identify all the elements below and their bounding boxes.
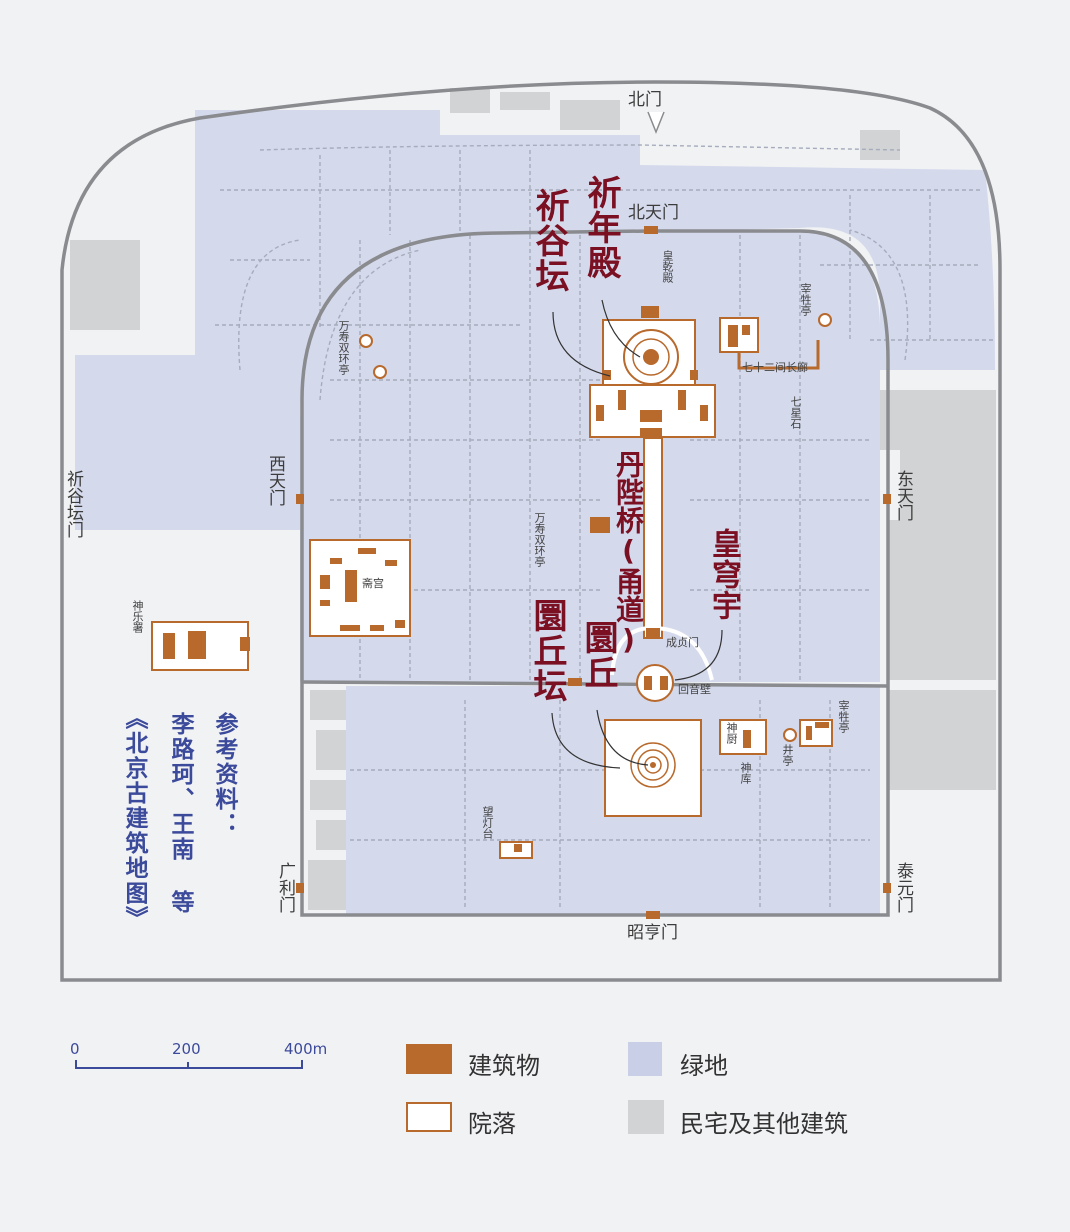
walls bbox=[60, 80, 1002, 982]
legend-building-swatch bbox=[406, 1044, 452, 1074]
legend-greenland-label: 绿地 bbox=[680, 1052, 728, 1080]
gate-chengzhen-label: 成贞门 bbox=[666, 636, 699, 649]
shenku-label: 神库 bbox=[739, 762, 752, 784]
gate-markers bbox=[296, 226, 891, 919]
wanshou-north-label: 万寿双环亭 bbox=[337, 320, 350, 375]
reference-authors: 李路珂、王南 等 bbox=[167, 712, 193, 915]
yuanqiutan-title: 圜丘坛 bbox=[527, 598, 567, 703]
yuanqiu-altar bbox=[604, 719, 702, 817]
shenchu-complex bbox=[719, 719, 833, 755]
changlang-label: 七十二间长廊 bbox=[742, 361, 808, 374]
reference-heading: 参考资料： bbox=[211, 712, 237, 837]
zaishengting-north-label: 宰牲亭 bbox=[799, 283, 812, 316]
north-gate-mark bbox=[647, 111, 665, 135]
wangdengtai bbox=[499, 841, 533, 859]
legend-other-swatch bbox=[628, 1100, 664, 1134]
scale-mid: 200 bbox=[172, 1040, 201, 1058]
qiniandian-title: 祈年殿 bbox=[581, 175, 621, 280]
zhaigong-complex bbox=[309, 539, 411, 637]
danbi-bridge bbox=[643, 437, 663, 639]
gate-west-tian-label: 西天门 bbox=[265, 455, 285, 506]
zhaigong-label: 斋宫 bbox=[362, 577, 384, 590]
yuanqiu-title: 圜丘 bbox=[578, 620, 618, 690]
legend-courtyard-label: 院落 bbox=[468, 1110, 516, 1138]
wangdengtai-label: 望灯台 bbox=[481, 806, 494, 839]
huangqiandian-label: 皇乾殿 bbox=[661, 250, 674, 283]
reference-book: 《北京古建筑地图》 bbox=[121, 706, 147, 931]
scale-zero: 0 bbox=[70, 1040, 80, 1058]
huangqiongyu-complex bbox=[568, 625, 714, 702]
gate-east-tian-label: 东天门 bbox=[893, 470, 913, 521]
legend-greenland-swatch bbox=[628, 1042, 662, 1076]
gate-guangli-label: 广利门 bbox=[275, 862, 295, 913]
legend-other-label: 民宅及其他建筑 bbox=[680, 1110, 848, 1138]
leader-lines bbox=[551, 299, 723, 769]
huangqiongyu-title: 皇穹宇 bbox=[706, 528, 741, 621]
legend-building-label: 建筑物 bbox=[468, 1052, 540, 1080]
gate-taiyuan-label: 泰元门 bbox=[893, 862, 913, 913]
shenyueshu-label: 神乐署 bbox=[131, 600, 144, 633]
legend-courtyard-swatch bbox=[406, 1102, 452, 1132]
gate-qigutan-label: 祈谷坛门 bbox=[63, 470, 83, 538]
gate-north-label: 北门 bbox=[628, 90, 662, 110]
danbiqiao-title: 丹陛桥(甬道) bbox=[612, 450, 645, 656]
wanshou-pavilion-north-a bbox=[359, 334, 373, 348]
gate-north-tian-label: 北天门 bbox=[628, 203, 679, 223]
huiyinbi-label: 回音壁 bbox=[678, 683, 711, 696]
jingting-label: 井亭 bbox=[781, 744, 794, 766]
gate-zhaoheng-label: 昭亨门 bbox=[627, 923, 678, 943]
scale-end: 400m bbox=[284, 1040, 328, 1058]
shenchu-label: 神厨 bbox=[725, 722, 738, 744]
zaishengting-south-label: 宰牲亭 bbox=[837, 700, 850, 733]
shenyueshu-complex bbox=[151, 621, 250, 671]
wanshou-center-label: 万寿双环亭 bbox=[533, 512, 546, 567]
other-buildings-layer bbox=[70, 88, 996, 910]
qigutan-title: 祈谷坛 bbox=[529, 188, 569, 293]
qinian-hall-complex bbox=[589, 306, 716, 438]
corridor-complex bbox=[590, 313, 832, 533]
scale-bar bbox=[75, 1060, 303, 1069]
qixingshi-label: 七星石 bbox=[789, 396, 802, 429]
wanshou-pavilion-north-b bbox=[373, 365, 387, 379]
